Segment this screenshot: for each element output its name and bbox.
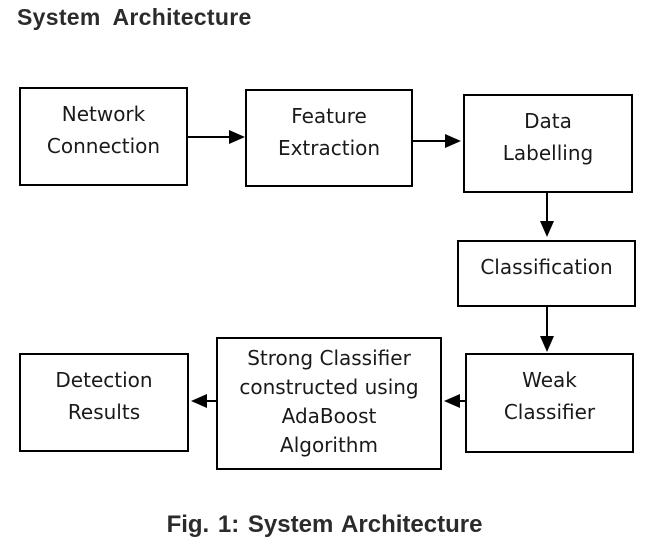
arrow-head-right-icon <box>229 130 245 144</box>
node-label-line: Network <box>61 102 146 126</box>
arrow-line <box>413 140 446 142</box>
node-label-line: Detection <box>55 368 153 392</box>
arrow-head-down-icon <box>540 336 554 352</box>
node-label-line: Classifier <box>503 400 596 424</box>
node-weak-classifier: Weak Classifier <box>465 353 634 453</box>
figure-caption: Fig. 1: System Architecture <box>166 511 483 538</box>
arrow-head-left-icon <box>191 394 207 408</box>
arrow-line <box>188 136 230 138</box>
node-label-line: constructed using <box>239 375 419 399</box>
node-label-line: Connection <box>46 134 161 158</box>
node-detection-results: Detection Results <box>19 353 189 452</box>
node-label-line: Algorithm <box>280 433 378 457</box>
node-classification: Classification <box>457 240 636 307</box>
arrow-head-right-icon <box>445 134 461 148</box>
node-label-line: Classification <box>480 255 613 279</box>
page-title: System Architecture <box>17 4 252 30</box>
node-label-line: Weak <box>522 368 577 392</box>
arrow-head-left-icon <box>444 394 460 408</box>
node-feature-extraction: Feature Extraction <box>245 89 413 187</box>
arrow-line <box>459 400 465 402</box>
node-label-line: Labelling <box>502 141 594 165</box>
node-label-line: AdaBoost <box>281 404 377 428</box>
node-label-line: Strong Classifier <box>247 346 411 370</box>
node-network-connection: Network Connection <box>19 87 188 186</box>
node-strong-classifier: Strong Classifier constructed using AdaB… <box>216 337 442 470</box>
arrow-head-down-icon <box>540 221 554 237</box>
node-label-line: Feature <box>291 104 367 128</box>
arrow-line <box>206 400 216 402</box>
node-label-line: Extraction <box>277 136 381 160</box>
arrow-line <box>546 307 548 336</box>
node-label-line: Results <box>67 400 141 424</box>
node-data-labelling: Data Labelling <box>463 94 633 193</box>
node-label-line: Data <box>524 109 572 133</box>
arrow-line <box>546 193 548 221</box>
